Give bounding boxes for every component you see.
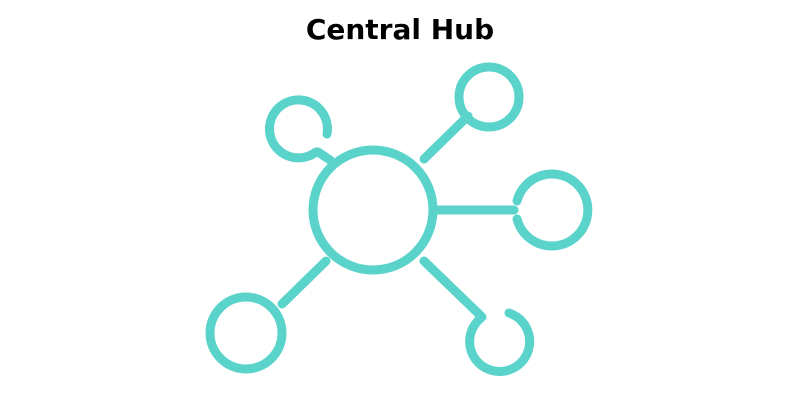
connector-bottom-right: [419, 256, 487, 322]
central-hub-node: [308, 145, 438, 275]
connector-bottom-left: [277, 256, 331, 309]
satellite-node-top-left: [265, 95, 332, 163]
satellite-node-top-right: [454, 62, 524, 132]
satellite-node-bottom-left: [205, 292, 287, 374]
page-title: Central Hub: [305, 13, 495, 46]
hub-network-group: [205, 62, 593, 376]
satellite-node-right: [512, 169, 593, 251]
connector-top-right: [419, 111, 473, 164]
satellite-node-bottom-right: [465, 308, 535, 376]
